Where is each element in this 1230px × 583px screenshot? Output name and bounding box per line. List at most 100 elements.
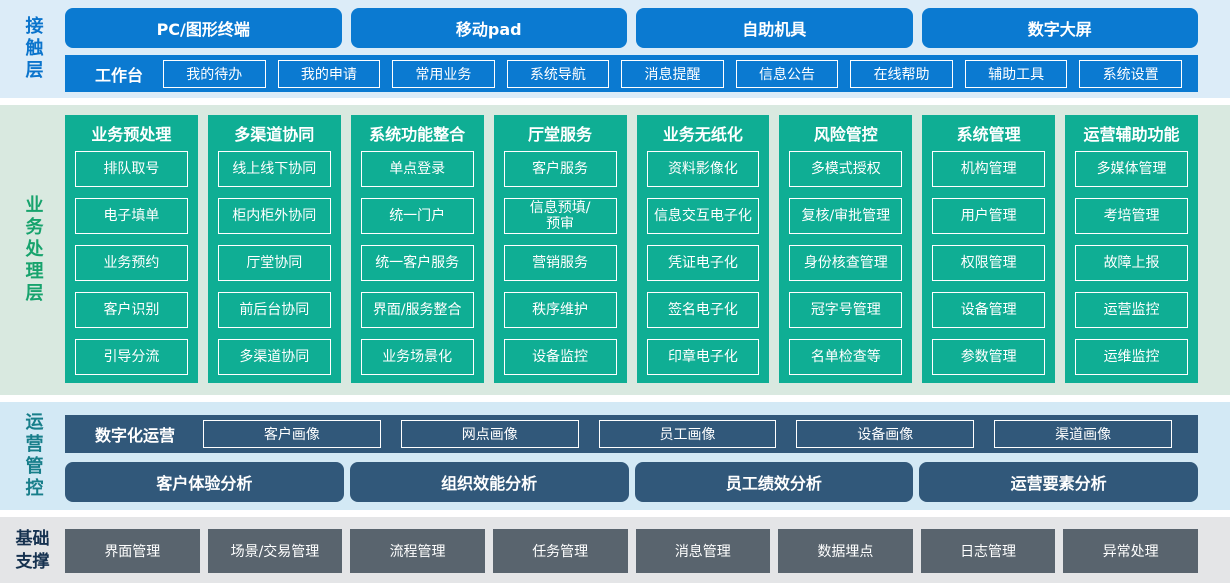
biz-item-ui-service-integration[interactable]: 界面/服务整合 — [360, 292, 474, 328]
biz-col-title: 风险管控 — [813, 125, 878, 144]
fnd-item-scene-transaction-mgmt[interactable]: 场景/交易管理 — [207, 528, 343, 573]
biz-col-system-mgmt: 系统管理 机构管理 用户管理 权限管理 设备管理 参数管理 — [922, 115, 1056, 383]
fnd-item-ui-mgmt[interactable]: 界面管理 — [65, 528, 200, 573]
contact-layer-label-col: 接触层 — [0, 0, 65, 98]
ops-item-employee-profile[interactable]: 员工画像 — [598, 420, 777, 448]
biz-item-seal-digital[interactable]: 印章电子化 — [646, 339, 760, 375]
terminal-pc[interactable]: PC/图形终端 — [65, 8, 342, 48]
biz-item-customer-identify[interactable]: 客户识别 — [75, 292, 188, 328]
analysis-employee-performance[interactable]: 员工绩效分析 — [634, 462, 914, 502]
fnd-item-task-mgmt[interactable]: 任务管理 — [492, 528, 628, 573]
fnd-item-data-tracking[interactable]: 数据埋点 — [778, 528, 913, 573]
band-gap — [0, 395, 1230, 402]
biz-item-operation-monitor[interactable]: 运营监控 — [1075, 292, 1188, 328]
biz-item-fault-report[interactable]: 故障上报 — [1075, 245, 1188, 281]
biz-item-multichannel-coop[interactable]: 多渠道协同 — [217, 339, 331, 375]
biz-item-unified-portal[interactable]: 统一门户 — [360, 198, 474, 234]
business-layer-label-col: 业务处理层 — [0, 105, 65, 395]
biz-item-identity-check[interactable]: 身份核查管理 — [789, 245, 903, 281]
contact-layer-label: 接触层 — [22, 16, 44, 82]
biz-item-order-maintenance[interactable]: 秩序维护 — [503, 292, 617, 328]
biz-item-unified-customer-service[interactable]: 统一客户服务 — [360, 245, 474, 281]
fnd-item-message-mgmt[interactable]: 消息管理 — [635, 528, 771, 573]
terminal-self-service[interactable]: 自助机具 — [636, 8, 913, 48]
biz-item-voucher-digital[interactable]: 凭证电子化 — [646, 245, 760, 281]
ops-item-channel-profile[interactable]: 渠道画像 — [994, 420, 1172, 448]
biz-item-marketing-service[interactable]: 营销服务 — [503, 245, 617, 281]
business-layer-label: 业务处理层 — [22, 195, 44, 305]
biz-item-serial-number-mgmt[interactable]: 冠字号管理 — [789, 292, 903, 328]
workbench-item-system-nav[interactable]: 系统导航 — [506, 59, 610, 88]
digital-ops-label: 数字化运营 — [95, 426, 176, 445]
biz-col-items: 客户服务 信息预填/ 预审 营销服务 秩序维护 设备监控 — [503, 151, 617, 375]
analysis-operation-elements[interactable]: 运营要素分析 — [919, 462, 1198, 502]
biz-item-permission-mgmt[interactable]: 权限管理 — [932, 245, 1046, 281]
biz-item-online-offline[interactable]: 线上线下协同 — [217, 151, 331, 187]
workbench-item-todo[interactable]: 我的待办 — [163, 59, 266, 88]
biz-col-title: 业务无纸化 — [662, 125, 743, 144]
biz-col-ops-aux: 运营辅助功能 多媒体管理 考培管理 故障上报 运营监控 运维监控 — [1065, 115, 1198, 383]
biz-col-title: 多渠道协同 — [234, 125, 315, 144]
biz-col-title: 厅堂服务 — [528, 125, 593, 144]
workbench-item-message-alerts[interactable]: 消息提醒 — [621, 59, 724, 88]
analysis-org-efficiency[interactable]: 组织效能分析 — [349, 462, 629, 502]
biz-item-review-approval[interactable]: 复核/审批管理 — [789, 198, 903, 234]
contact-layer-content: PC/图形终端 移动pad 自助机具 数字大屏 工作台 我的待办 我的申请 常用… — [65, 0, 1230, 98]
biz-item-customer-service[interactable]: 客户服务 — [503, 151, 617, 187]
biz-item-front-back-coop[interactable]: 前后台协同 — [217, 292, 331, 328]
foundation-layer-band: 基础支撑 界面管理 场景/交易管理 流程管理 任务管理 消息管理 数据埋点 日志… — [0, 517, 1230, 583]
biz-item-sso[interactable]: 单点登录 — [360, 151, 474, 187]
biz-col-items: 单点登录 统一门户 统一客户服务 界面/服务整合 业务场景化 — [360, 151, 474, 375]
biz-item-parameter-mgmt[interactable]: 参数管理 — [932, 339, 1046, 375]
biz-col-paperless: 业务无纸化 资料影像化 信息交互电子化 凭证电子化 签名电子化 印章电子化 — [636, 115, 770, 383]
workbench-item-online-help[interactable]: 在线帮助 — [850, 59, 953, 88]
terminal-mobile-pad[interactable]: 移动pad — [350, 8, 627, 48]
band-gap — [0, 510, 1230, 517]
ops-item-branch-profile[interactable]: 网点画像 — [400, 420, 579, 448]
ops-item-device-profile[interactable]: 设备画像 — [796, 420, 975, 448]
biz-item-info-exchange-digital[interactable]: 信息交互电子化 — [646, 198, 760, 234]
band-gap — [0, 98, 1230, 105]
biz-col-hall-service: 厅堂服务 客户服务 信息预填/ 预审 营销服务 秩序维护 设备监控 — [493, 115, 627, 383]
biz-col-items: 多媒体管理 考培管理 故障上报 运营监控 运维监控 — [1075, 151, 1188, 375]
biz-item-ops-maintenance-monitor[interactable]: 运维监控 — [1075, 339, 1188, 375]
biz-col-items: 线上线下协同 柜内柜外协同 厅堂协同 前后台协同 多渠道协同 — [217, 151, 331, 375]
workbench-item-system-settings[interactable]: 系统设置 — [1079, 59, 1182, 88]
biz-item-org-mgmt[interactable]: 机构管理 — [932, 151, 1046, 187]
biz-item-signature-digital[interactable]: 签名电子化 — [646, 292, 760, 328]
biz-item-multimedia-mgmt[interactable]: 多媒体管理 — [1075, 151, 1188, 187]
analysis-customer-experience[interactable]: 客户体验分析 — [65, 462, 344, 502]
biz-col-multichannel: 多渠道协同 线上线下协同 柜内柜外协同 厅堂协同 前后台协同 多渠道协同 — [207, 115, 341, 383]
biz-item-prefill-preaudit[interactable]: 信息预填/ 预审 — [503, 198, 617, 234]
terminal-row: PC/图形终端 移动pad 自助机具 数字大屏 — [65, 0, 1198, 48]
biz-item-queue-number[interactable]: 排队取号 — [75, 151, 188, 187]
operations-layer-label: 运营管控 — [22, 412, 44, 500]
biz-col-title: 系统功能整合 — [369, 125, 466, 144]
fnd-item-exception-handling[interactable]: 异常处理 — [1063, 528, 1198, 573]
terminal-digital-screen[interactable]: 数字大屏 — [921, 8, 1198, 48]
biz-item-e-form[interactable]: 电子填单 — [75, 198, 188, 234]
workbench-item-common-business[interactable]: 常用业务 — [392, 59, 495, 88]
fnd-item-log-mgmt[interactable]: 日志管理 — [920, 528, 1056, 573]
biz-item-document-imaging[interactable]: 资料影像化 — [646, 151, 760, 187]
biz-item-business-scenario[interactable]: 业务场景化 — [360, 339, 474, 375]
biz-item-multimode-auth[interactable]: 多模式授权 — [789, 151, 903, 187]
biz-item-appointment[interactable]: 业务预约 — [75, 245, 188, 281]
workbench-item-aux-tools[interactable]: 辅助工具 — [964, 59, 1068, 88]
biz-item-list-check[interactable]: 名单检查等 — [789, 339, 903, 375]
foundation-layer-label-col: 基础支撑 — [0, 517, 65, 583]
biz-item-guide-divert[interactable]: 引导分流 — [75, 339, 188, 375]
biz-item-training-mgmt[interactable]: 考培管理 — [1075, 198, 1188, 234]
workbench-item-my-applications[interactable]: 我的申请 — [277, 59, 381, 88]
biz-col-items: 机构管理 用户管理 权限管理 设备管理 参数管理 — [932, 151, 1046, 375]
fnd-item-process-mgmt[interactable]: 流程管理 — [350, 528, 485, 573]
workbench-item-announcements[interactable]: 信息公告 — [735, 59, 839, 88]
biz-item-counter-coop[interactable]: 柜内柜外协同 — [217, 198, 331, 234]
ops-item-customer-profile[interactable]: 客户画像 — [203, 420, 381, 448]
biz-item-device-monitor[interactable]: 设备监控 — [503, 339, 617, 375]
biz-col-system-integration: 系统功能整合 单点登录 统一门户 统一客户服务 界面/服务整合 业务场景化 — [350, 115, 484, 383]
biz-col-title: 运营辅助功能 — [1083, 125, 1180, 144]
biz-item-hall-coop[interactable]: 厅堂协同 — [217, 245, 331, 281]
biz-item-user-mgmt[interactable]: 用户管理 — [932, 198, 1046, 234]
biz-item-device-mgmt[interactable]: 设备管理 — [932, 292, 1046, 328]
